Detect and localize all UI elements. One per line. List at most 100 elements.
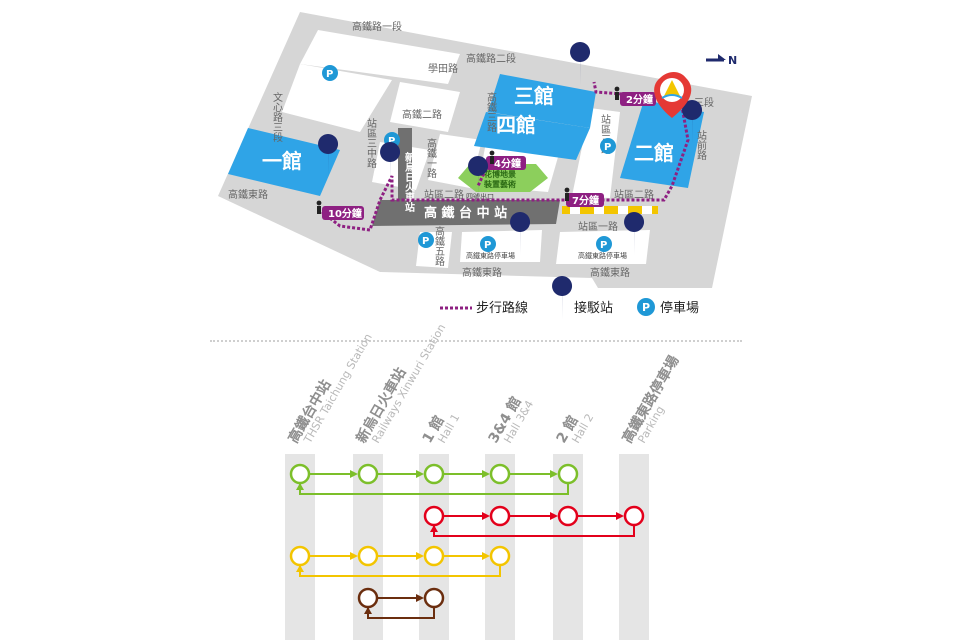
road-label-zhanqu2-right: 站區二路 xyxy=(614,188,654,201)
hall-4 xyxy=(474,112,590,160)
svg-text:P: P xyxy=(388,136,395,147)
route-return-line xyxy=(299,566,501,577)
hall-3-label: 三館 xyxy=(514,84,554,108)
route-stop-node xyxy=(357,587,379,609)
shuttle-route xyxy=(289,545,511,577)
exit-label: 四號出口 xyxy=(466,192,494,201)
walk-badge-7: 7分鐘 xyxy=(566,193,604,207)
arrow-icon xyxy=(416,470,424,478)
road-label-gaotie1: 高鐵一路 xyxy=(425,137,437,179)
road-label-gaotie2: 高鐵二路 xyxy=(402,108,442,121)
shuttle-route xyxy=(357,587,445,619)
road-label-south: 高鐵五路 xyxy=(433,225,445,267)
arrow-icon xyxy=(550,470,558,478)
hall-1-label: 一館 xyxy=(262,149,302,173)
road-label-zhanqu2-left: 站區二路 xyxy=(424,188,464,201)
svg-text:4分鐘: 4分鐘 xyxy=(494,157,521,170)
road-label-top: 高鐵路一段 xyxy=(352,20,402,33)
route-stop-node xyxy=(423,505,445,527)
route-stop-node xyxy=(423,587,445,609)
road-label-xuetian: 學田路 xyxy=(428,62,458,75)
venue-marker-icon xyxy=(654,72,692,118)
map-block xyxy=(460,230,542,262)
map-block xyxy=(282,64,392,132)
hall-4-label: 四館 xyxy=(496,113,536,137)
shuttle-pin-icon xyxy=(318,42,703,256)
arrow-icon xyxy=(482,512,490,520)
rail-line xyxy=(398,128,412,204)
map-block xyxy=(300,30,460,84)
route-stop-node xyxy=(623,505,645,527)
svg-text:P: P xyxy=(604,142,611,153)
route-stop-node xyxy=(357,545,379,567)
arrow-icon xyxy=(350,552,358,560)
route-return-line xyxy=(433,526,635,537)
road-label-east-right: 高鐵東路 xyxy=(590,266,630,279)
venue-map: 一館 三館 四館 二館 高 鐵 台 中 站 新烏日火車站 高鐵路一段 學田路 高… xyxy=(218,12,752,288)
route-stop-node xyxy=(423,463,445,485)
walk-badge-2: 2分鐘 xyxy=(620,92,656,106)
route-stop-node xyxy=(289,463,311,485)
arrow-icon xyxy=(296,483,304,490)
stop-lane xyxy=(619,454,649,640)
xinwuri-label: 新烏日火車站 xyxy=(403,151,415,213)
walk-badge-10: 10分鐘 xyxy=(322,206,364,220)
parking-right-label: 高鐵東路停車場 xyxy=(578,251,627,260)
route-stop-node xyxy=(489,463,511,485)
road-label-east-left: 高鐵東路 xyxy=(228,188,268,201)
arrow-icon xyxy=(616,512,624,520)
arrow-icon xyxy=(416,594,424,602)
shuttle-route xyxy=(423,505,645,537)
road-label-gaotie3: 高鐵三路 xyxy=(485,91,497,133)
svg-text:P: P xyxy=(422,236,429,247)
road-label-zhongyang: 站區三中路 xyxy=(365,117,377,169)
svg-text:P: P xyxy=(484,240,491,251)
arrow-icon xyxy=(350,470,358,478)
svg-text:7分鐘: 7分鐘 xyxy=(572,194,599,207)
arrow-icon xyxy=(364,607,372,614)
hall-2-label: 二館 xyxy=(634,141,674,165)
legend-walk: 步行路線 xyxy=(476,300,528,316)
road-label-zhanqu1: 站區一路 xyxy=(578,220,618,233)
shuttle-route xyxy=(289,463,579,495)
svg-text:2分鐘: 2分鐘 xyxy=(626,93,653,106)
legend-parking-icon xyxy=(637,298,655,316)
arrow-icon xyxy=(550,512,558,520)
arrow-icon xyxy=(296,565,304,572)
svg-text:P: P xyxy=(642,301,650,314)
divider xyxy=(210,340,742,342)
route-stop-node xyxy=(557,463,579,485)
route-stop-node xyxy=(557,505,579,527)
svg-text:10分鐘: 10分鐘 xyxy=(328,207,362,220)
legend-shuttle-icon xyxy=(552,276,573,320)
hall-2 xyxy=(620,100,704,188)
map-block xyxy=(572,108,620,198)
legend: 步行路線 接駁站 P 停車場 xyxy=(440,276,699,320)
legend-shuttle: 接駁站 xyxy=(574,300,613,316)
arrow-icon xyxy=(416,552,424,560)
road-label-right: 站前路 xyxy=(695,129,707,161)
svg-text:N: N xyxy=(728,54,737,67)
hall-1 xyxy=(228,128,340,196)
route-stop-node xyxy=(289,545,311,567)
route-stop-node xyxy=(489,545,511,567)
pedestrian-icon xyxy=(316,86,620,214)
garden-label-2: 裝置藝術 xyxy=(483,179,516,189)
route-stop-node xyxy=(357,463,379,485)
parking-left-label: 高鐵東路停車場 xyxy=(466,251,515,260)
hall-3 xyxy=(488,74,596,128)
garden-label-1: 花博地景 xyxy=(484,169,516,179)
walk-badge-4: 4分鐘 xyxy=(486,156,526,170)
arrow-icon xyxy=(482,552,490,560)
svg-text:P: P xyxy=(600,240,607,251)
compass-icon: N xyxy=(706,54,737,67)
legend-parking: 停車場 xyxy=(660,300,699,316)
station-label: 高 鐵 台 中 站 xyxy=(424,205,507,221)
map-block xyxy=(390,82,460,132)
arrow-icon xyxy=(482,470,490,478)
road-label-top2: 高鐵路二段 xyxy=(466,52,516,65)
road-label-east-mid: 高鐵東路 xyxy=(462,266,502,279)
svg-text:P: P xyxy=(326,69,333,80)
route-stop-node xyxy=(423,545,445,567)
